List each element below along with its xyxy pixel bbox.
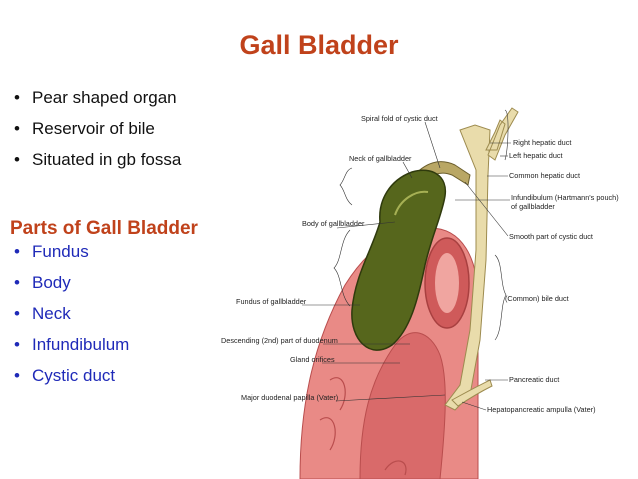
label-smooth-part: Smooth part of cystic duct <box>509 232 593 241</box>
label-right-hepatic: Right hepatic duct <box>513 138 571 147</box>
label-neck: Neck of gallbladder <box>349 154 412 163</box>
label-gland-orifices: Gland orifices <box>290 355 335 364</box>
bullet-item: Reservoir of bile <box>14 119 181 150</box>
label-left-hepatic: Left hepatic duct <box>509 151 563 160</box>
label-papilla: Major duodenal papilla (Vater) <box>241 393 338 402</box>
parts-list: Fundus Body Neck Infundibulum Cystic duc… <box>14 242 129 397</box>
part-item: Body <box>14 273 129 304</box>
part-item: Fundus <box>14 242 129 273</box>
label-fundus: Fundus of gallbladder <box>236 297 307 306</box>
label-descending: Descending (2nd) part of duodenum <box>221 336 338 345</box>
gallbladder <box>351 169 447 351</box>
leader-lines <box>302 109 511 411</box>
label-common-hepatic: Common hepatic duct <box>509 171 580 180</box>
pancreatic-duct <box>451 379 493 407</box>
bullet-item: Pear shaped organ <box>14 88 181 119</box>
hepatic-ducts <box>485 107 519 161</box>
part-item: Neck <box>14 304 129 335</box>
label-body: Body of gallbladder <box>302 219 365 228</box>
part-item: Infundibulum <box>14 335 129 366</box>
label-infundibulum-cont: of gallbladder <box>511 202 555 211</box>
label-bile-duct: (Common) bile duct <box>505 294 569 303</box>
label-ampulla: Hepatopancreatic ampulla (Vater) <box>487 405 596 414</box>
bullet-list: Pear shaped organ Reservoir of bile Situ… <box>14 88 181 181</box>
duodenum-lumen <box>359 332 446 479</box>
gallbladder-diagram: Spiral fold of cystic duct Neck of gallb… <box>221 107 619 479</box>
label-spiral-fold: Spiral fold of cystic duct <box>361 114 438 123</box>
parts-heading: Parts of Gall Bladder <box>10 218 198 239</box>
label-pancreatic: Pancreatic duct <box>509 375 559 384</box>
label-infundibulum: Infundibulum (Hartmann's pouch) <box>511 193 619 202</box>
slide-title: Gall Bladder <box>239 30 399 60</box>
bullet-item: Situated in gb fossa <box>14 150 181 181</box>
part-item: Cystic duct <box>14 366 129 397</box>
